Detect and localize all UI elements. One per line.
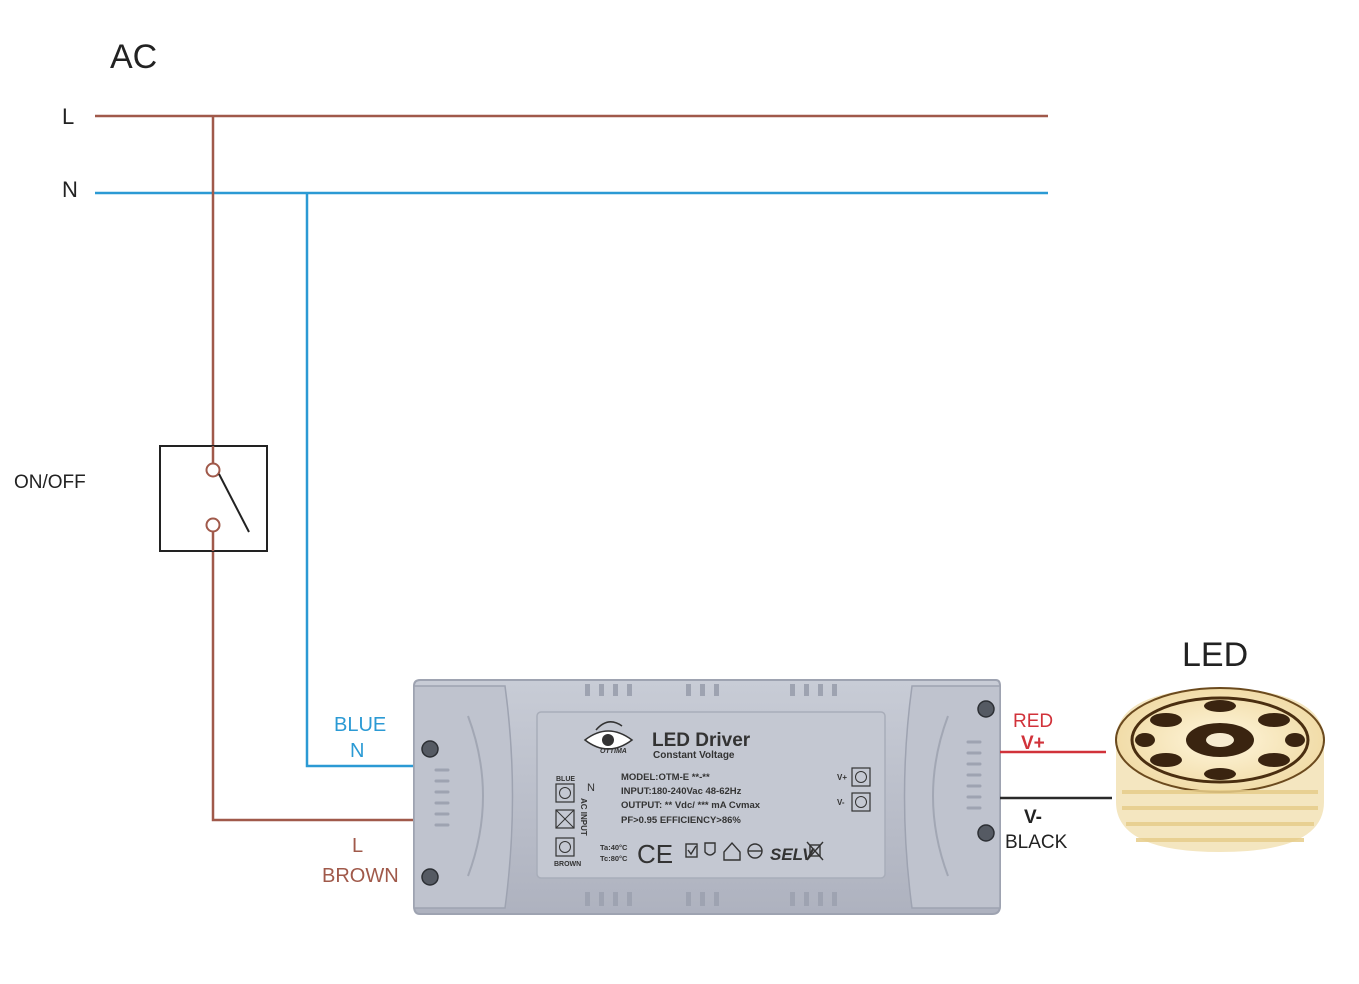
brown-terminal-label: L	[352, 835, 363, 857]
blue-terminal-label: N	[350, 740, 364, 762]
red-terminal-label: V+	[1021, 733, 1045, 754]
panel-vplus-label: V+	[837, 773, 847, 782]
ac-terminal-n-screw	[559, 787, 571, 799]
panel-blue-label: BLUE	[556, 776, 575, 783]
led-label: LED	[1182, 636, 1248, 674]
ac-input-label: AC INPUT	[579, 798, 588, 836]
driver-pf: PF>0.95 EFFICIENCY>86%	[621, 815, 741, 826]
brand-eye-logo	[583, 721, 634, 750]
output-terminal-vminus	[851, 792, 871, 812]
ac-title: AC	[110, 38, 157, 76]
blue-wire-label: BLUE	[334, 714, 386, 736]
black-wire-label: BLACK	[1005, 832, 1068, 853]
live-label: L	[62, 104, 74, 129]
panel-brown-label: BROWN	[554, 861, 581, 868]
switched-live-wire	[211, 532, 416, 822]
output-terminal-vminus-screw	[855, 796, 867, 808]
neutral-label: N	[62, 177, 78, 202]
output-terminal-vplus-screw	[855, 771, 867, 783]
output-terminal-vplus	[851, 767, 871, 787]
tc-rating: Tc:80°C	[600, 854, 628, 863]
driver-output: OUTPUT: ** Vdc/ *** mA Cvmax	[621, 800, 761, 811]
brand-name: OTTIMA	[600, 748, 627, 755]
brown-wire-label: BROWN	[322, 865, 399, 887]
black-terminal-label: V-	[1024, 807, 1042, 828]
driver-subtitle: Constant Voltage	[653, 750, 735, 761]
led-driver	[413, 679, 1001, 915]
ce-mark-icon: CE	[637, 839, 673, 869]
led-strip-reel	[1115, 687, 1325, 852]
ta-rating: Ta:40°C	[600, 843, 628, 852]
switch-icon	[159, 445, 268, 552]
ac-terminal-n	[555, 783, 575, 803]
driver-model: MODEL:OTM-E **-**	[621, 772, 710, 783]
red-wire-label: RED	[1013, 711, 1053, 732]
earth-terminal-icon	[555, 809, 575, 829]
panel-n-label: N	[587, 782, 595, 794]
switch-label: ON/OFF	[14, 472, 86, 493]
selv-mark: SELV	[770, 845, 815, 864]
certification-icons	[685, 841, 824, 861]
driver-input: INPUT:180-240Vac 48-62Hz	[621, 786, 742, 797]
ac-terminal-l	[555, 837, 575, 857]
ac-terminal-l-screw	[559, 841, 571, 853]
driver-title: LED Driver	[652, 730, 751, 751]
neutral-wire	[305, 193, 416, 768]
panel-vminus-label: V-	[837, 798, 845, 807]
